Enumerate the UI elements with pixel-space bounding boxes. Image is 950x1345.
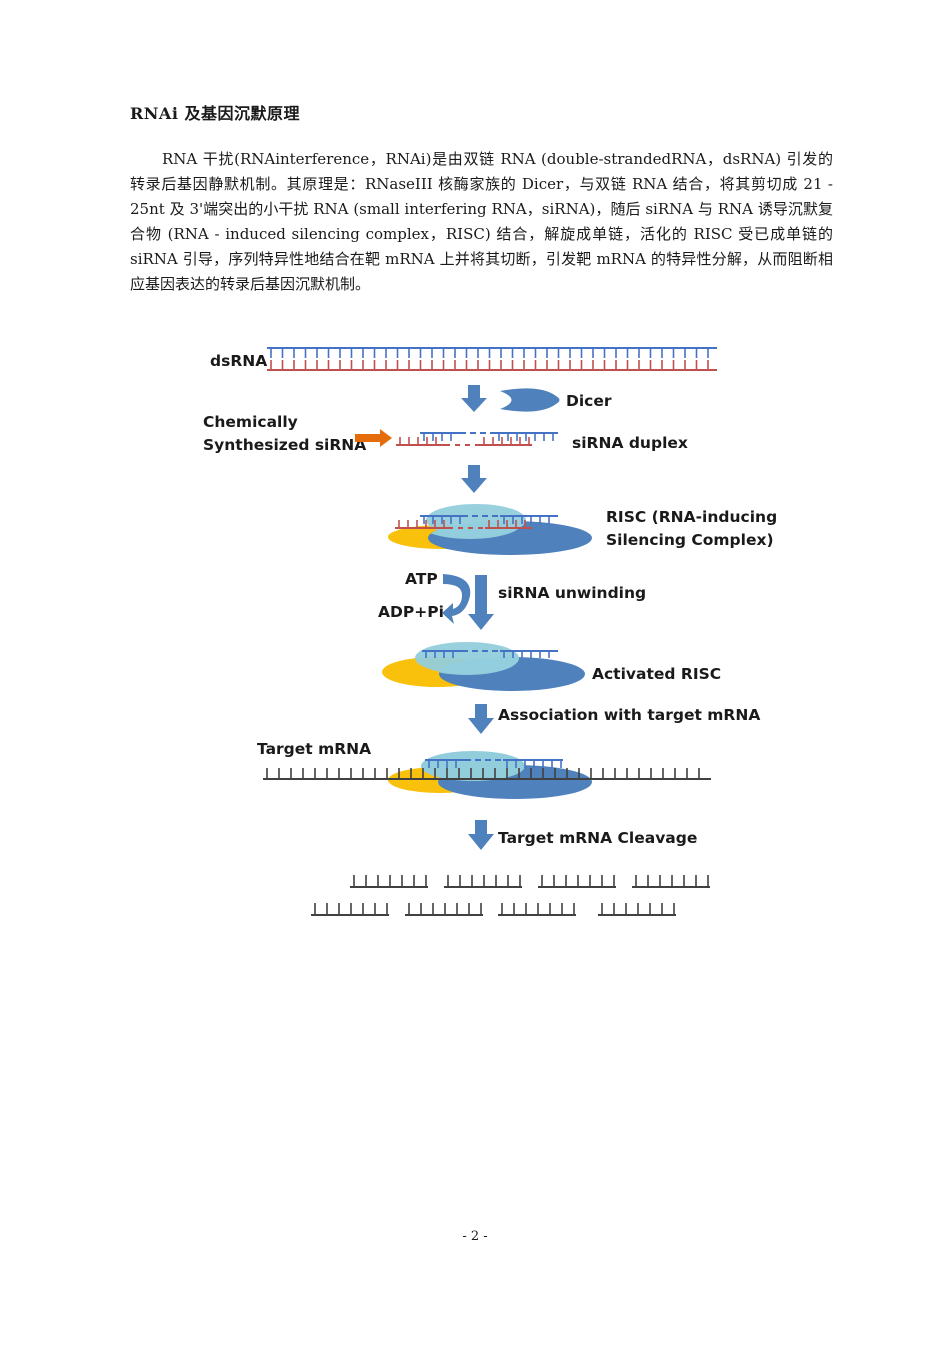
label-synthesized-sirna: Synthesized siRNA — [203, 436, 366, 454]
dicer-step-arrow — [461, 385, 487, 412]
section-heading: RNAi 及基因沉默原理 — [130, 104, 300, 123]
label-sirna-duplex: siRNA duplex — [572, 434, 688, 452]
chemical-input-arrow — [355, 429, 392, 447]
cleavage-step-arrow — [468, 820, 494, 850]
activated-risc-icon — [382, 642, 585, 691]
label-association: Association with target mRNA — [498, 706, 760, 724]
body-paragraph: RNA 干扰(RNAinterference，RNAi)是由双链 RNA (do… — [130, 150, 833, 293]
rnai-diagram: dsRNA Dicer Chemically Synthesized siRNA… — [203, 347, 777, 916]
label-chemically: Chemically — [203, 413, 298, 431]
risc-step-arrow — [461, 465, 487, 493]
label-dsrna: dsRNA — [210, 352, 267, 370]
label-risc-line1: RISC (RNA-inducing — [606, 508, 777, 526]
page-number: - 2 - — [462, 1229, 488, 1244]
label-sirna-unwinding: siRNA unwinding — [498, 584, 646, 602]
label-activated-risc: Activated RISC — [592, 665, 721, 683]
risc-complex-icon — [388, 504, 592, 555]
label-dicer: Dicer — [566, 392, 612, 410]
cleaved-fragments — [311, 875, 710, 916]
association-step-arrow — [468, 704, 494, 734]
dicer-enzyme-icon — [500, 388, 560, 412]
label-atp: ATP — [405, 570, 438, 588]
dsrna-duplex — [267, 347, 717, 371]
sirna-duplex-icon — [396, 432, 558, 446]
target-binding-icon — [263, 751, 711, 799]
label-target-mrna: Target mRNA — [257, 740, 371, 758]
label-risc-line2: Silencing Complex) — [606, 531, 774, 549]
atp-hydrolysis-icon — [442, 574, 471, 624]
unwinding-step-arrow — [468, 575, 494, 630]
label-adp-pi: ADP+Pi — [378, 603, 444, 621]
label-mrna-cleavage: Target mRNA Cleavage — [498, 829, 697, 847]
